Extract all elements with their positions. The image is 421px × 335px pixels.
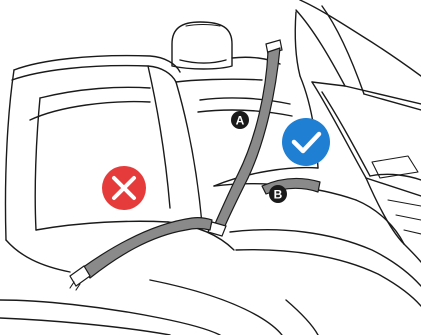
shoulder-belt <box>214 48 280 228</box>
headrest <box>172 22 232 69</box>
label-a-marker: A <box>231 111 249 129</box>
label-a: A <box>236 114 245 128</box>
label-b: B <box>274 188 283 202</box>
left-seatback <box>5 56 180 240</box>
correct-indicator <box>282 118 330 166</box>
label-b-marker: B <box>269 185 287 203</box>
seat-cushions <box>0 184 421 335</box>
incorrect-indicator <box>102 166 146 210</box>
lap-belt <box>82 218 212 278</box>
